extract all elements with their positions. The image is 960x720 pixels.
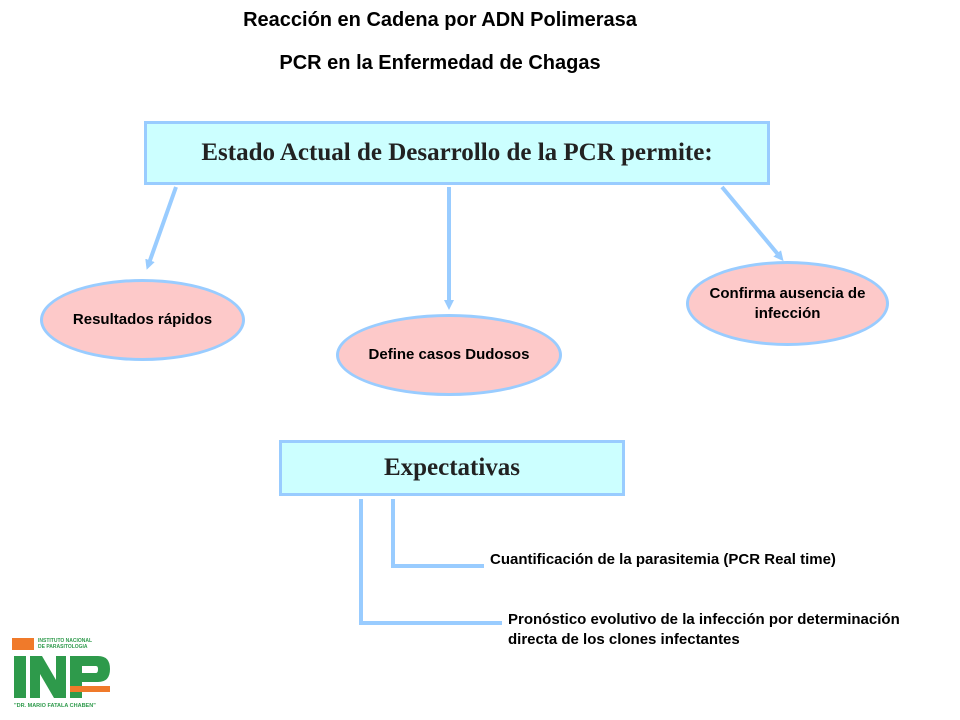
- outcome-label: Confirma ausencia de infección: [709, 284, 866, 322]
- connector-pronostico: [359, 499, 502, 625]
- svg-text:DE PARASITOLOGIA: DE PARASITOLOGIA: [38, 644, 88, 650]
- outcome-label: Resultados rápidos: [72, 311, 213, 328]
- outcome-resultados-rapidos: Resultados rápidos: [40, 279, 245, 361]
- logo-text-top: INSTITUTO NACIONAL: [38, 638, 92, 644]
- expectation-pronostico: Pronóstico evolutivo de la infección por…: [508, 611, 900, 648]
- estado-actual-box: Estado Actual de Desarrollo de la PCR pe…: [144, 121, 770, 185]
- expectation-cuantificacion: Cuantificación de la parasitemia (PCR Re…: [490, 551, 836, 568]
- outcome-confirma-ausencia: Confirma ausencia de infección: [686, 261, 889, 346]
- arrow-to-resultados: [145, 186, 178, 270]
- logo-text-bottom: "DR. MARIO FATALA CHABEN": [14, 703, 96, 709]
- arrow-to-confirma: [720, 185, 784, 262]
- outcome-label: Define casos Dudosos: [368, 346, 530, 363]
- outcome-define-casos-dudosos: Define casos Dudosos: [336, 314, 562, 396]
- estado-actual-label: Estado Actual de Desarrollo de la PCR pe…: [201, 139, 713, 166]
- connector-cuantificacion: [391, 499, 484, 568]
- inp-logo: INSTITUTO NACIONAL DE PARASITOLOGIA "DR.…: [12, 638, 110, 709]
- title-line-1: Reacción en Cadena por ADN Polimerasa: [243, 9, 637, 31]
- title-line-2: PCR en la Enfermedad de Chagas: [279, 52, 601, 74]
- expectativas-box: Expectativas: [279, 440, 625, 496]
- expectativas-label: Expectativas: [383, 454, 521, 481]
